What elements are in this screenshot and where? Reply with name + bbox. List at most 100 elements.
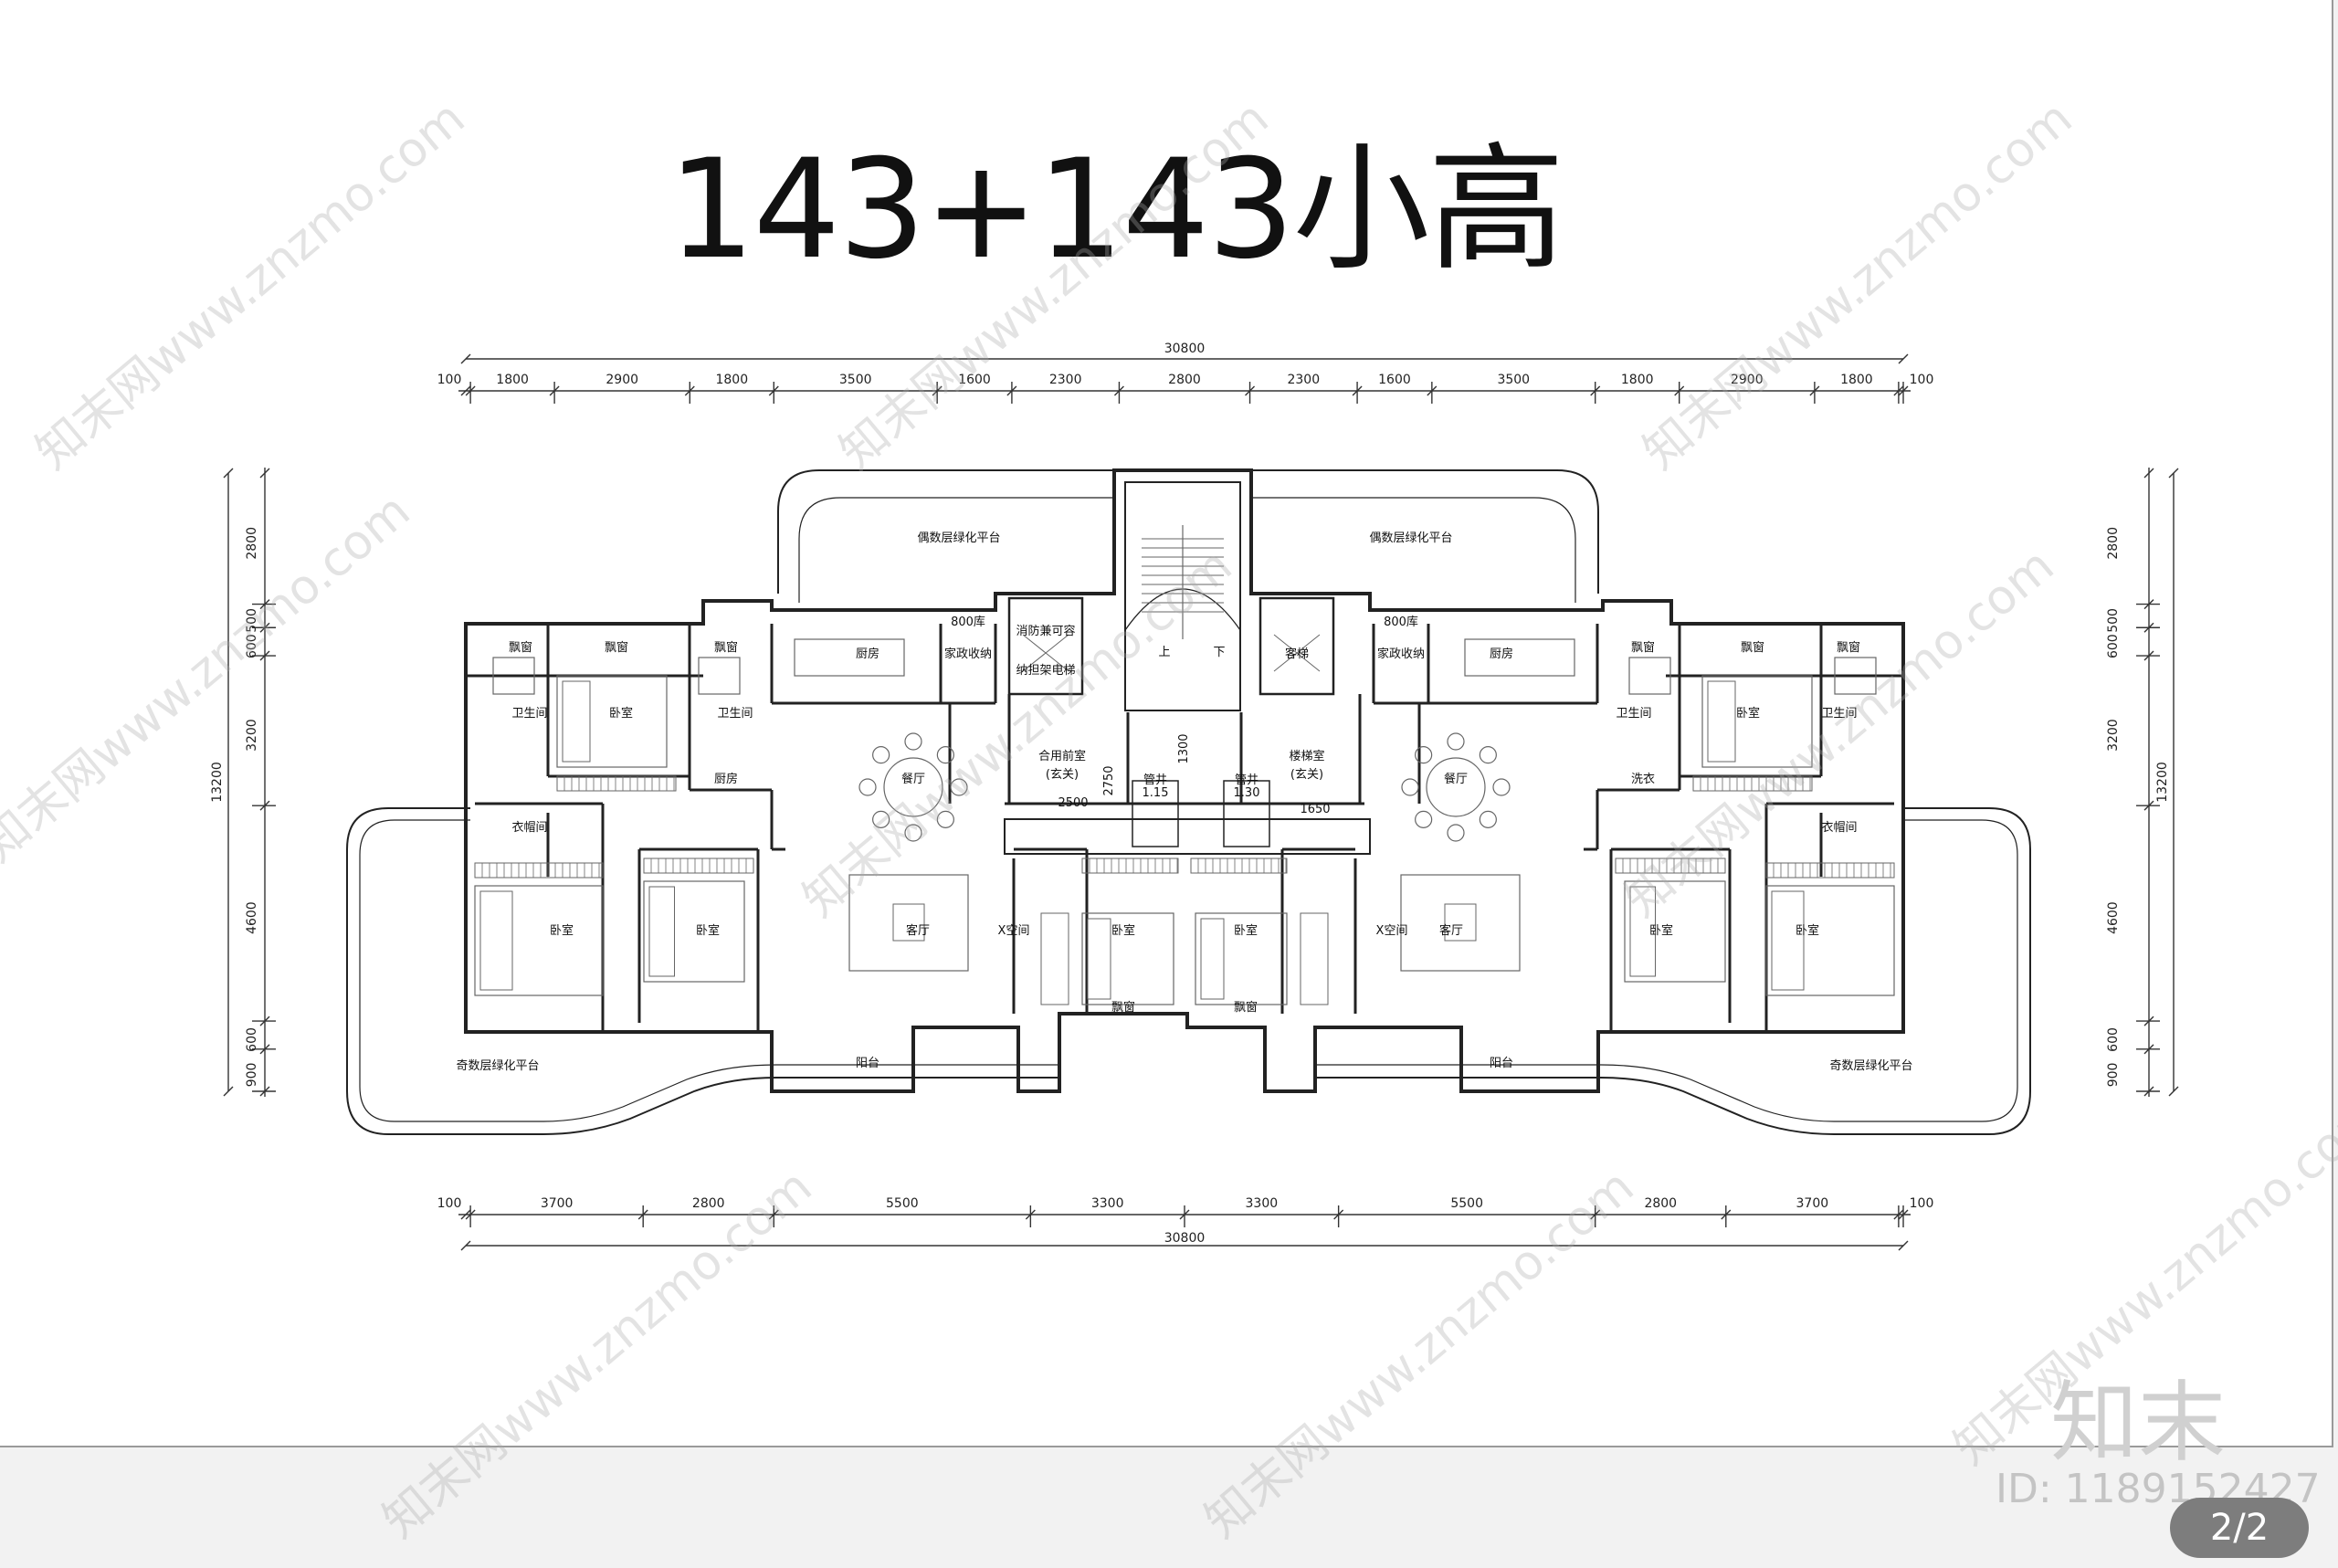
left-dimension-value: 3200 <box>245 719 259 752</box>
right-dimension-value: 3200 <box>2106 719 2121 752</box>
balcony-label: 阳台 <box>856 1057 879 1070</box>
shaft-right <box>1223 780 1270 847</box>
dining-chair <box>1447 824 1465 842</box>
overall-dimension-bottom: 30800 <box>1164 1231 1206 1246</box>
dining-chair <box>936 810 954 828</box>
bed-pillow <box>1087 918 1111 1000</box>
coffee-table <box>1444 903 1477 942</box>
bedroom-label: 卧室 <box>1796 923 1819 938</box>
elevator-label: 客梯 <box>1285 647 1309 661</box>
top-dimension-value: 2800 <box>1168 373 1201 387</box>
terrace-even-right-inner <box>1251 497 1576 603</box>
shaft-label: 管井 <box>1143 773 1167 787</box>
bedroom-label: 卧室 <box>550 923 574 938</box>
left-dimension-value: 500 <box>245 608 259 633</box>
bay-window-label: 飘窗 <box>605 640 628 655</box>
storage-label: 800库 <box>1384 615 1418 629</box>
top-dimension-value: 1800 <box>496 373 529 387</box>
bottom-dimension-value: 100 <box>437 1196 462 1211</box>
bottom-dimension-value: 100 <box>1910 1196 1934 1211</box>
bedroom-label: 卧室 <box>1111 923 1135 938</box>
fire-elevator-label: 消防兼可容 <box>1016 624 1075 638</box>
fire-elevator-shaft <box>1007 596 1084 696</box>
top-dimension-value: 2900 <box>1731 373 1764 387</box>
dim-tick <box>2168 468 2179 479</box>
bedroom-label: 卧室 <box>696 923 720 938</box>
terrace-even-left <box>777 469 1115 594</box>
top-dimension-value: 1600 <box>1378 373 1411 387</box>
living-sofa-set <box>1400 874 1521 972</box>
shower <box>1628 657 1671 695</box>
bottom-dimension-value: 3300 <box>1091 1196 1124 1211</box>
bed <box>474 885 604 996</box>
dining-label: 餐厅 <box>901 772 925 786</box>
dining-chair <box>1447 732 1465 751</box>
passenger-elevator-shaft <box>1259 596 1335 696</box>
bay-window-label: 飘窗 <box>1111 1000 1135 1015</box>
bathroom-label: 卫生间 <box>1821 707 1857 721</box>
bedroom-label: 卧室 <box>1234 923 1258 938</box>
terrace-label: 偶数层绿化平台 <box>1369 531 1452 545</box>
stair-lobby-label: 楼梯室 <box>1289 749 1324 763</box>
bay-window-label: 飘窗 <box>1741 640 1764 655</box>
dining-table <box>1426 757 1486 817</box>
bed-pillow <box>1200 918 1225 1000</box>
dining-chair <box>858 778 877 796</box>
right-dimension-value: 2800 <box>2106 527 2121 560</box>
left-dimension-total: 13200 <box>210 762 225 803</box>
cloakroom-label: 衣帽间 <box>1821 820 1857 835</box>
top-dimension-value: 1800 <box>715 373 748 387</box>
kitchen-counter <box>1464 638 1575 677</box>
bay-window-label: 飘窗 <box>714 640 738 655</box>
foyer-label: (玄关) <box>1290 768 1323 782</box>
bathroom-label: 卫生间 <box>717 707 753 721</box>
dining-label: 餐厅 <box>1444 772 1468 786</box>
left-dimension-value: 2800 <box>245 527 259 560</box>
bed-pillow <box>562 680 591 763</box>
shower <box>1834 657 1877 695</box>
fire-elevator-label: 纳担架电梯 <box>1016 664 1075 678</box>
wardrobe <box>556 775 677 792</box>
dining-chair <box>1479 746 1497 764</box>
kitchen-counter <box>794 638 905 677</box>
dining-chair <box>1401 778 1419 796</box>
bathroom-label: 卫生间 <box>511 707 547 721</box>
dim-tick <box>460 1240 471 1251</box>
bottom-dimension-value: 3700 <box>1796 1196 1829 1211</box>
bed <box>1765 885 1895 996</box>
stair-shaft <box>1124 481 1241 711</box>
dining-chair <box>1415 746 1433 764</box>
dining-chair <box>904 824 922 842</box>
dining-chair <box>950 778 968 796</box>
bed <box>643 880 745 983</box>
bottom-dimension-value: 3300 <box>1246 1196 1279 1211</box>
elevator-cross <box>1022 634 1069 672</box>
dining-table <box>883 757 943 817</box>
terrace-odd-left-inner <box>359 819 1059 1122</box>
right-dimension-value: 600 <box>2106 634 2121 658</box>
dining-chair <box>1492 778 1511 796</box>
page-indicator[interactable]: 2/2 <box>2170 1498 2309 1558</box>
right-dimension-total: 13200 <box>2155 762 2170 803</box>
right-dimension-value: 600 <box>2106 1027 2121 1052</box>
terrace-label: 偶数层绿化平台 <box>917 531 1000 545</box>
dining-chair <box>872 746 890 764</box>
wardrobe <box>1765 862 1895 879</box>
dim-tick <box>223 468 234 479</box>
bay-window-label: 飘窗 <box>1837 640 1860 655</box>
balcony-label: 阳台 <box>1490 1057 1513 1070</box>
bedroom-label: 卧室 <box>1649 923 1673 938</box>
right-dimension-value: 900 <box>2106 1063 2121 1088</box>
top-dimension-value: 2900 <box>606 373 638 387</box>
bed <box>556 675 668 768</box>
left-dimension-value: 900 <box>245 1063 259 1088</box>
top-dimension-value: 1800 <box>1840 373 1873 387</box>
brand-logo: 知末 <box>2050 1372 2226 1474</box>
laundry-label: 洗衣 <box>1631 772 1655 786</box>
inner-dimension: 1650 <box>1300 803 1330 816</box>
area-label: 1.15 <box>1143 786 1169 800</box>
drawing-sheet <box>0 0 2333 1447</box>
bottom-dimension-value: 5500 <box>886 1196 919 1211</box>
pantry-label: 厨房 <box>714 772 738 786</box>
